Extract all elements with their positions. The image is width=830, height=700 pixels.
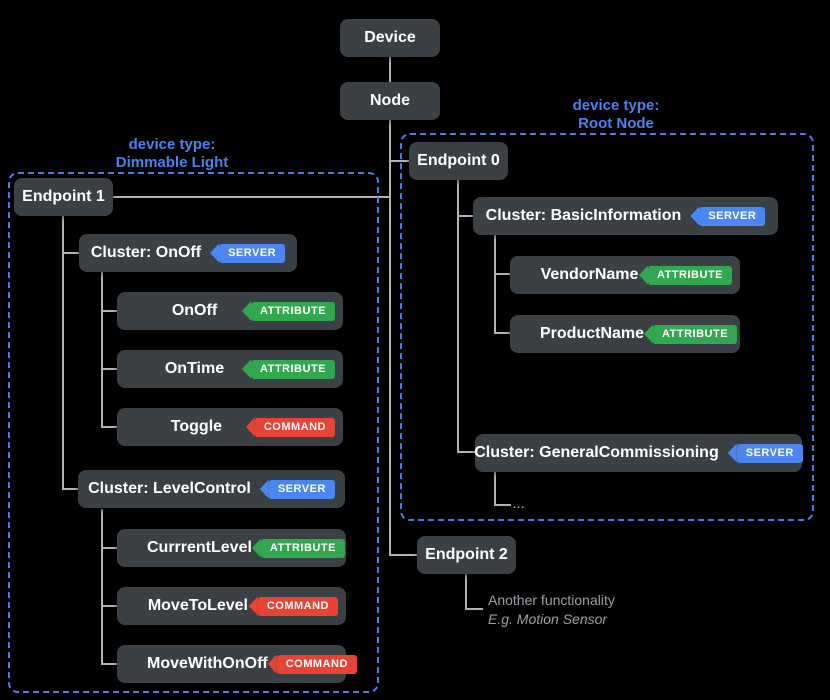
attribute-badge: ATTRIBUTE <box>250 359 335 379</box>
attribute-ontime-box: OnTime ATTRIBUTE <box>117 350 343 388</box>
device-type-name: Root Node <box>578 115 654 132</box>
device-node-box: Device <box>340 19 440 57</box>
endpoint0-label: Endpoint 0 <box>417 152 500 169</box>
cluster-onoff-label: Cluster: OnOff <box>90 244 202 261</box>
server-badge: SERVER <box>268 479 335 499</box>
connector-node-endpoint2 <box>390 554 418 556</box>
attribute-ontime-label: OnTime <box>164 360 225 377</box>
cluster-generalcommissioning-box: Cluster: GeneralCommissioning SERVER <box>474 434 803 472</box>
root-node-group <box>400 133 814 521</box>
device-type-caption: device type: <box>572 97 660 114</box>
command-toggle-label: Toggle <box>170 418 223 435</box>
connector-device-node <box>389 55 391 83</box>
connector-onoff-items <box>101 272 103 428</box>
endpoint2-note: Another functionality E.g. Motion Sensor <box>488 591 615 629</box>
connector-stub-toggle <box>101 426 118 428</box>
attribute-vendorname-label: VendorName <box>540 266 639 283</box>
command-movewithonoff-box: MoveWithOnOff COMMAND <box>117 645 357 683</box>
connector-stub-productname <box>494 332 511 334</box>
connector-endpoint0-clusters <box>457 180 459 453</box>
endpoint2-box: Endpoint 2 <box>417 536 516 574</box>
connector-node-trunk <box>389 120 391 556</box>
connector-generalcommissioning-more-h <box>494 504 511 506</box>
connector-stub-movetolevel <box>101 605 118 607</box>
command-toggle-box: Toggle COMMAND <box>117 408 343 446</box>
command-movetolevel-label: MoveToLevel <box>147 597 248 614</box>
command-badge: COMMAND <box>254 417 335 437</box>
root-node-group-label: device type: Root Node <box>516 97 716 133</box>
endpoint1-label: Endpoint 1 <box>22 188 105 205</box>
connector-endpoint1-clusters <box>62 216 64 490</box>
attribute-productname-box: ProductName ATTRIBUTE <box>510 315 740 353</box>
endpoint2-note-line1: Another functionality <box>488 592 615 608</box>
endpoint2-label: Endpoint 2 <box>425 546 508 563</box>
attribute-badge: ATTRIBUTE <box>260 538 345 558</box>
connector-basicinformation-items <box>494 234 496 334</box>
connector-endpoint2-note-v <box>465 573 467 610</box>
connector-endpoint2-note-h <box>465 608 483 610</box>
connector-stub-onoff-cluster <box>62 252 80 254</box>
connector-stub-currrentlevel <box>101 547 118 549</box>
attribute-onoff-label: OnOff <box>171 302 218 319</box>
server-badge: SERVER <box>736 443 803 463</box>
attribute-currrentlevel-label: CurrrentLevel <box>147 539 252 556</box>
cluster-basicinformation-label: Cluster: BasicInformation <box>485 207 682 224</box>
server-badge: SERVER <box>699 206 766 226</box>
node-label: Node <box>370 92 410 109</box>
attribute-productname-label: ProductName <box>540 325 645 342</box>
endpoint1-box: Endpoint 1 <box>14 178 113 216</box>
cluster-levelcontrol-label: Cluster: LevelControl <box>88 480 251 497</box>
server-badge: SERVER <box>219 243 286 263</box>
command-movetolevel-box: MoveToLevel COMMAND <box>117 587 346 625</box>
dimmable-light-group-label: device type: Dimmable Light <box>72 136 272 172</box>
endpoint0-box: Endpoint 0 <box>409 142 508 180</box>
node-box: Node <box>340 82 440 120</box>
connector-node-endpoint1 <box>113 196 390 198</box>
connector-stub-onoff <box>101 310 118 312</box>
connector-generalcommissioning-more-v <box>494 471 496 506</box>
attribute-onoff-box: OnOff ATTRIBUTE <box>117 292 343 330</box>
connector-stub-basicinformation <box>457 215 474 217</box>
attribute-badge: ATTRIBUTE <box>250 301 335 321</box>
attribute-vendorname-box: VendorName ATTRIBUTE <box>510 256 740 294</box>
dimmable-light-group <box>8 172 379 693</box>
command-badge: COMMAND <box>276 654 357 674</box>
connector-stub-vendorname <box>494 273 511 275</box>
connector-stub-levelcontrol-cluster <box>62 488 79 490</box>
command-movewithonoff-label: MoveWithOnOff <box>147 655 268 672</box>
cluster-levelcontrol-box: Cluster: LevelControl SERVER <box>78 470 345 508</box>
cluster-basicinformation-box: Cluster: BasicInformation SERVER <box>473 197 778 235</box>
device-label: Device <box>364 29 416 46</box>
cluster-generalcommissioning-label: Cluster: GeneralCommissioning <box>474 444 719 461</box>
device-type-caption: device type: <box>128 136 216 153</box>
more-clusters-indicator: ... <box>513 499 526 511</box>
endpoint2-note-line2: E.g. Motion Sensor <box>488 611 608 627</box>
attribute-badge: ATTRIBUTE <box>647 265 732 285</box>
connector-stub-movewithonoff <box>101 663 118 665</box>
connector-levelcontrol-items <box>101 509 103 665</box>
command-badge: COMMAND <box>257 596 338 616</box>
attribute-currrentlevel-box: CurrrentLevel ATTRIBUTE <box>117 529 346 567</box>
connector-stub-generalcommissioning <box>457 451 476 453</box>
connector-stub-ontime <box>101 368 118 370</box>
attribute-badge: ATTRIBUTE <box>653 324 738 344</box>
cluster-onoff-box: Cluster: OnOff SERVER <box>79 234 297 272</box>
device-type-name: Dimmable Light <box>115 154 229 171</box>
